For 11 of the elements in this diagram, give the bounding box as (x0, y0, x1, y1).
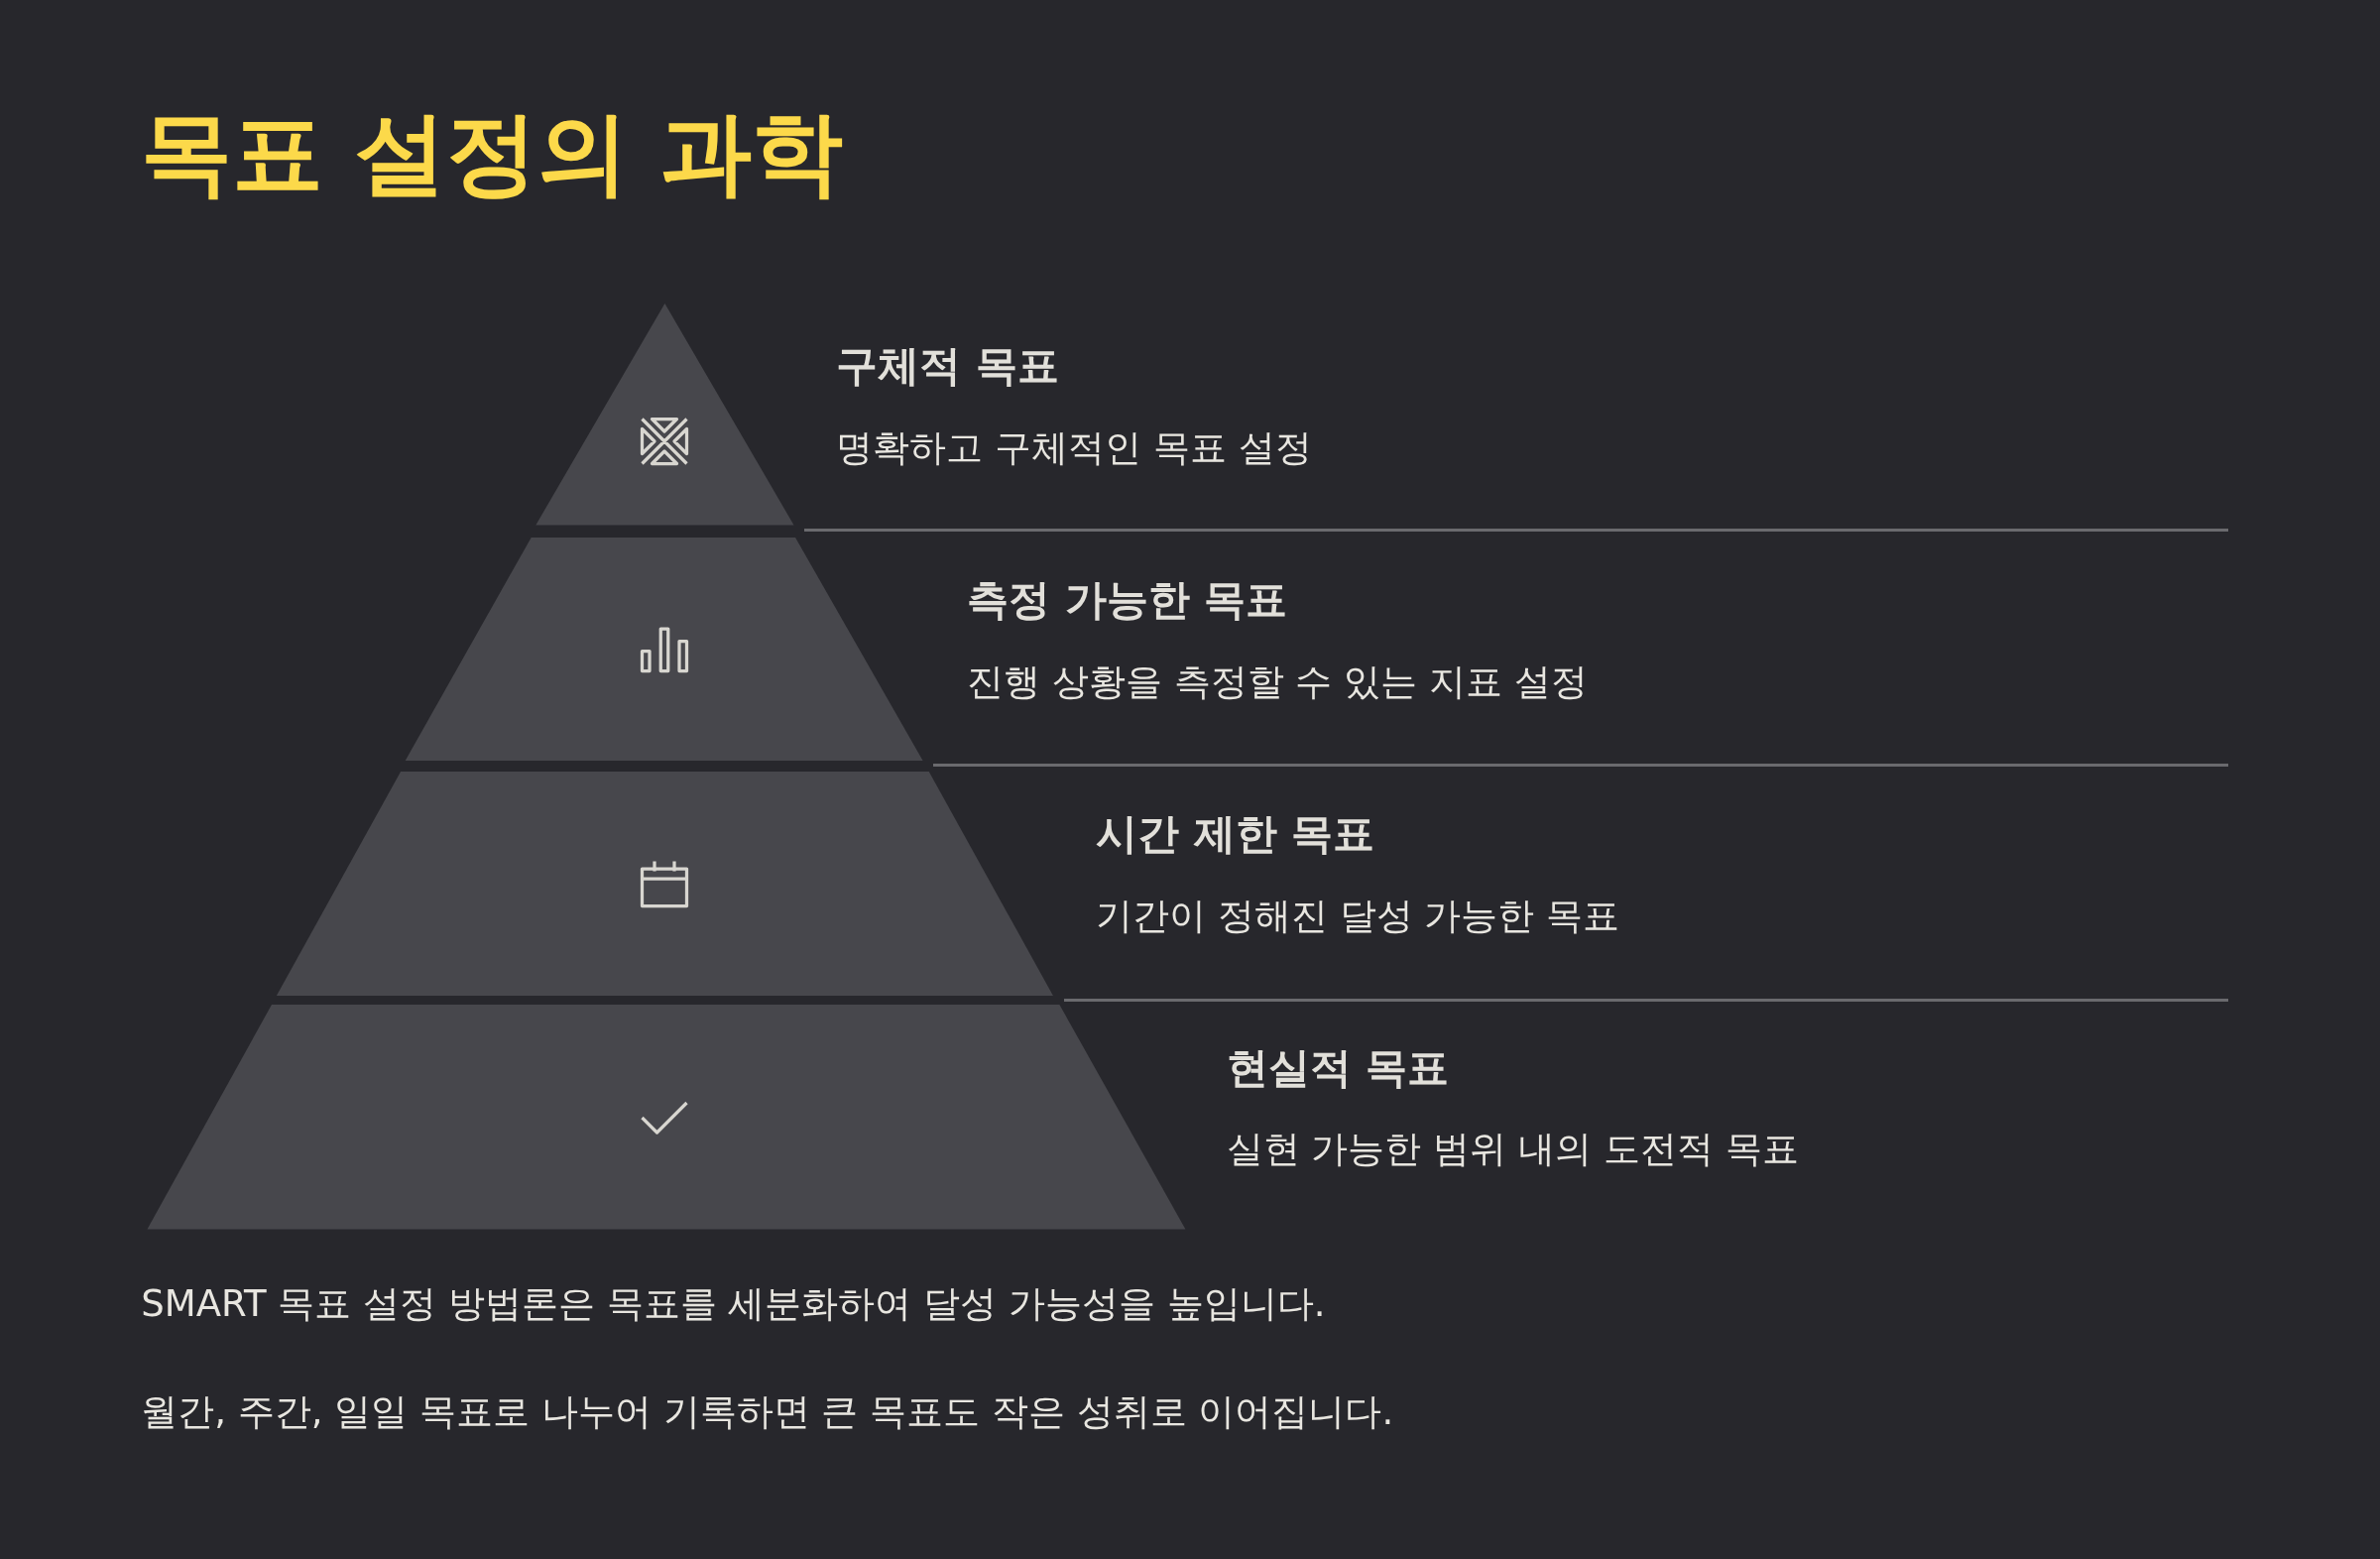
layer-description: 기간이 정해진 달성 가능한 목표 (1096, 894, 1620, 938)
layer-description: 명확하고 구체적인 목표 설정 (836, 426, 1312, 471)
title: 목표 설정의 과학 (141, 103, 844, 204)
layer-heading: 현실적 목표 (1226, 1042, 1450, 1093)
note-text: SMART 목표 설정 방법론은 목표를 세분화하여 달성 가능성을 높입니다. (141, 1282, 1326, 1327)
layer-heading: 시간 제한 목표 (1096, 808, 1375, 860)
layer-heading: 구체적 목표 (836, 341, 1059, 392)
layer-description: 진행 상황을 측정할 수 있는 지표 설정 (967, 660, 1588, 705)
layer-heading: 측정 가능한 목표 (967, 575, 1288, 626)
note-text: 월간, 주간, 일일 목표로 나누어 기록하면 큰 목표도 작은 성취로 이어집니다. (141, 1390, 1394, 1435)
layer-description: 실현 가능한 범위 내의 도전적 목표 (1226, 1128, 1799, 1172)
